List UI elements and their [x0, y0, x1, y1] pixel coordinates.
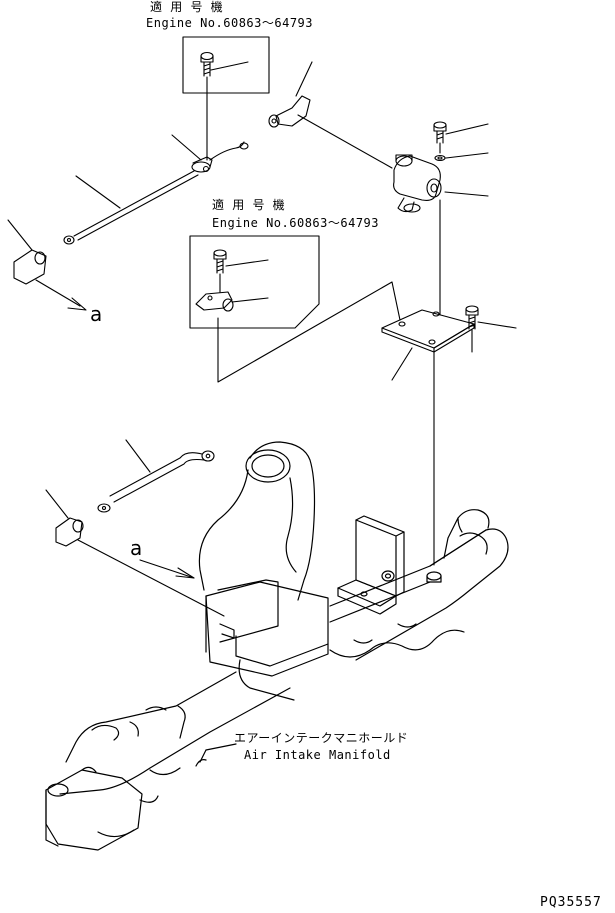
lower-box-leader — [217, 281, 401, 383]
ground-wire-upper — [63, 134, 249, 245]
view-callout-lower: a — [130, 536, 143, 560]
lower-applicability-jp-label: 適 用 号 機 — [212, 198, 286, 212]
upper-engine-number-label: Engine No.60863～64793 — [146, 16, 313, 30]
sleeve-nut-lower — [45, 489, 225, 617]
bolt-right-top — [433, 121, 489, 316]
bolt-right-middle — [465, 305, 517, 353]
upper-applicability-box — [182, 36, 270, 94]
drawing-reference-code: PQ35557 — [540, 895, 602, 910]
upper-applicability-jp-label: 適 用 号 機 — [150, 0, 224, 14]
manifold-jp-label: エアーインテークマニホールド — [234, 731, 409, 745]
lower-engine-number-label: Engine No.60863～64793 — [212, 216, 379, 230]
sleeve-nut-upper — [7, 219, 87, 311]
mounting-bracket — [381, 309, 475, 566]
elbow-fitting — [268, 61, 393, 169]
air-intake-manifold — [45, 441, 509, 851]
view-arrow-lower — [139, 559, 195, 579]
lower-applicability-box — [189, 235, 320, 329]
ground-wire-lower — [97, 439, 215, 513]
manifold-en-label: Air Intake Manifold — [244, 748, 391, 762]
solenoid-valve — [393, 154, 489, 213]
view-callout-upper: a — [90, 302, 103, 326]
